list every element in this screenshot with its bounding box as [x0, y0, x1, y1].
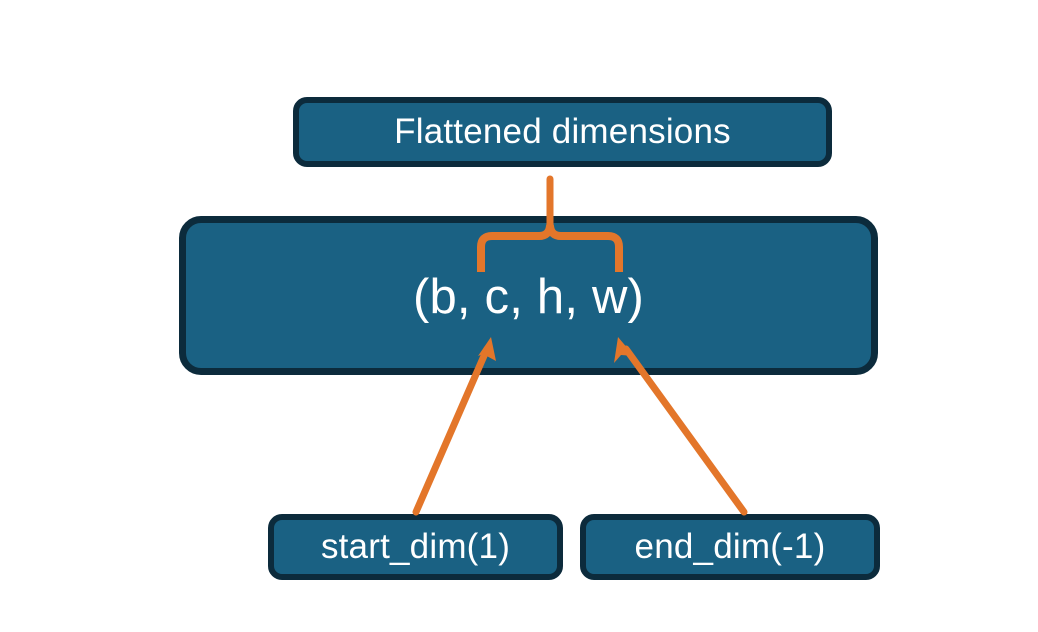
end-dim-node[interactable]: end_dim(-1) [580, 514, 880, 580]
start-dim-label: start_dim(1) [320, 526, 511, 566]
flattened-dimensions-node[interactable]: Flattened dimensions [293, 97, 832, 167]
flattened-dimensions-label: Flattened dimensions [394, 111, 731, 151]
tensor-shape-tuple-node[interactable]: (b, c, h, w) [179, 216, 878, 375]
start-dim-node[interactable]: start_dim(1) [268, 514, 563, 580]
tensor-shape-tuple-label: (b, c, h, w) [412, 270, 645, 324]
end-dim-label: end_dim(-1) [634, 526, 826, 566]
